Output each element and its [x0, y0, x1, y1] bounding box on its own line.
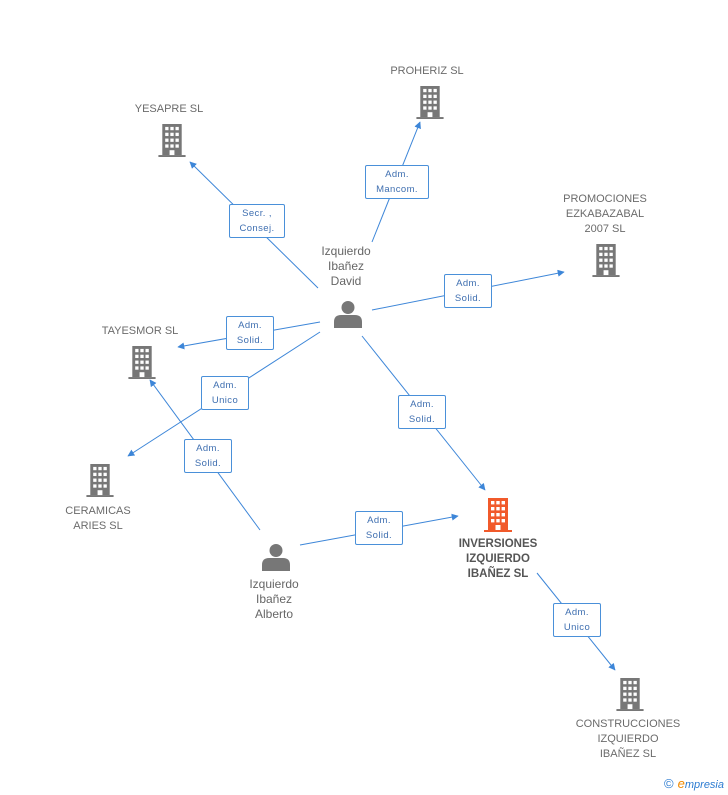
- brand-name: mpresia: [684, 779, 724, 791]
- company-proheriz[interactable]: PROHERIZ SL: [390, 65, 464, 77]
- relation-label: Adm. Mancom.: [365, 165, 429, 199]
- copyright-icon: ©: [664, 776, 674, 791]
- building-icon: [86, 464, 114, 497]
- relation-label: Adm. Solid.: [226, 316, 274, 350]
- building-icon: [416, 86, 444, 119]
- person-david[interactable]: Izquierdo Ibañez David: [321, 244, 371, 288]
- person-alberto[interactable]: Izquierdo Ibañez Alberto: [249, 577, 299, 621]
- relation-label: Adm. Solid.: [398, 395, 446, 429]
- building-icon: [128, 346, 156, 379]
- person-icon: [262, 544, 290, 571]
- company-construcciones[interactable]: CONSTRUCCIONES IZQUIERDO IBAÑEZ SL: [575, 718, 681, 760]
- person-icon: [334, 301, 362, 328]
- company-ceramicas[interactable]: CERAMICAS ARIES SL: [65, 505, 131, 532]
- relation-label: Adm. Unico: [553, 603, 601, 637]
- relation-label: Adm. Solid.: [444, 274, 492, 308]
- building-icon: [484, 498, 512, 532]
- company-yesapre[interactable]: YESAPRE SL: [134, 103, 204, 115]
- relation-label: Adm. Solid.: [355, 511, 403, 545]
- building-icon: [616, 678, 644, 711]
- relation-label: Adm. Unico: [201, 376, 249, 410]
- relation-label: Adm. Solid.: [184, 439, 232, 473]
- company-tayesmor[interactable]: TAYESMOR SL: [101, 325, 179, 337]
- brand-initial: e: [677, 776, 685, 791]
- company-inversiones[interactable]: INVERSIONES IZQUIERDO IBAÑEZ SL: [458, 538, 538, 580]
- building-icon: [158, 124, 186, 157]
- company-promociones[interactable]: PROMOCIONES EZKABAZABAL 2007 SL: [563, 193, 647, 235]
- empresia-footer[interactable]: ©empresia: [664, 776, 724, 791]
- relation-label: Secr. , Consej.: [229, 204, 285, 238]
- building-icon: [592, 244, 620, 277]
